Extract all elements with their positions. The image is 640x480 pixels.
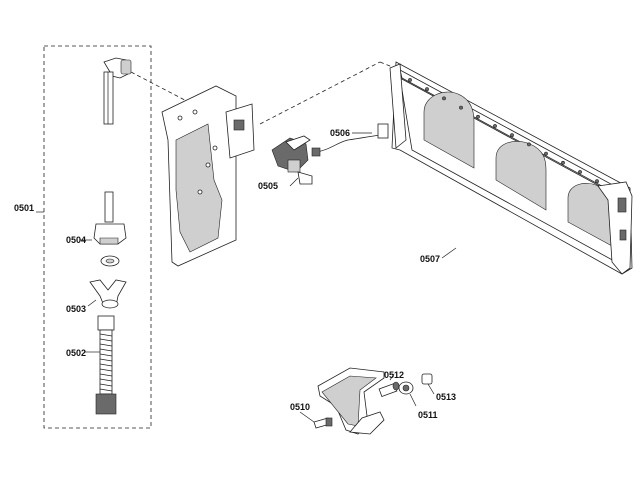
hose-rib xyxy=(99,358,113,362)
label-0511: 0511 xyxy=(418,410,438,420)
frame-hole xyxy=(561,160,565,165)
frame-hole xyxy=(544,151,548,156)
inlet-elbow-pipe xyxy=(103,57,132,125)
frame-hole xyxy=(527,142,531,147)
hose-rib xyxy=(99,338,113,342)
wiring-harness-0506 xyxy=(311,123,389,157)
hose-rib xyxy=(99,353,113,357)
hose-connector-0504 xyxy=(80,191,127,245)
hose-rib xyxy=(99,363,113,367)
side-bracket-panel xyxy=(161,85,255,267)
base-frame xyxy=(389,61,633,275)
inlet-valve-0505 xyxy=(271,135,313,187)
hose-rib xyxy=(99,383,113,387)
hose-rib xyxy=(99,378,113,382)
group-0501-box xyxy=(36,45,152,429)
hose-rib xyxy=(99,333,113,337)
frame-hole xyxy=(459,105,463,110)
hose-rib xyxy=(99,348,113,352)
label-0510: 0510 xyxy=(290,402,310,412)
frame-hole xyxy=(595,179,599,184)
label-0503: 0503 xyxy=(66,304,86,314)
label-0506: 0506 xyxy=(330,128,350,138)
hose-rib xyxy=(99,388,113,392)
label-0504: 0504 xyxy=(66,235,86,245)
hose-rib xyxy=(99,368,113,372)
frame-hole xyxy=(510,133,514,138)
label-0501: 0501 xyxy=(14,203,34,213)
screw-0510 xyxy=(299,411,333,429)
frame-hole xyxy=(425,87,429,92)
cylinder-0512 xyxy=(378,373,400,398)
frame-hole xyxy=(476,114,480,119)
corrugated-hose-0502 xyxy=(84,315,117,415)
nut-0511 xyxy=(398,381,417,407)
frame-hole xyxy=(493,124,497,128)
label-0505: 0505 xyxy=(258,181,278,191)
hose-rib xyxy=(99,373,113,377)
label-0502: 0502 xyxy=(66,348,86,358)
frame-hole xyxy=(442,96,446,101)
sump-housing xyxy=(317,367,385,435)
part-labels: 0501 0504 0503 0502 0505 0506 0507 0510 … xyxy=(14,128,456,420)
label-0507: 0507 xyxy=(420,254,440,264)
hose-rib xyxy=(99,343,113,347)
frame-hole xyxy=(578,170,582,174)
label-0512: 0512 xyxy=(384,370,404,380)
fitting-0513 xyxy=(421,373,435,395)
label-0513: 0513 xyxy=(436,392,456,402)
y-connector-0503 xyxy=(87,279,127,309)
hose-0507 xyxy=(311,184,496,376)
washer xyxy=(100,255,120,267)
frame-hole xyxy=(408,78,412,82)
